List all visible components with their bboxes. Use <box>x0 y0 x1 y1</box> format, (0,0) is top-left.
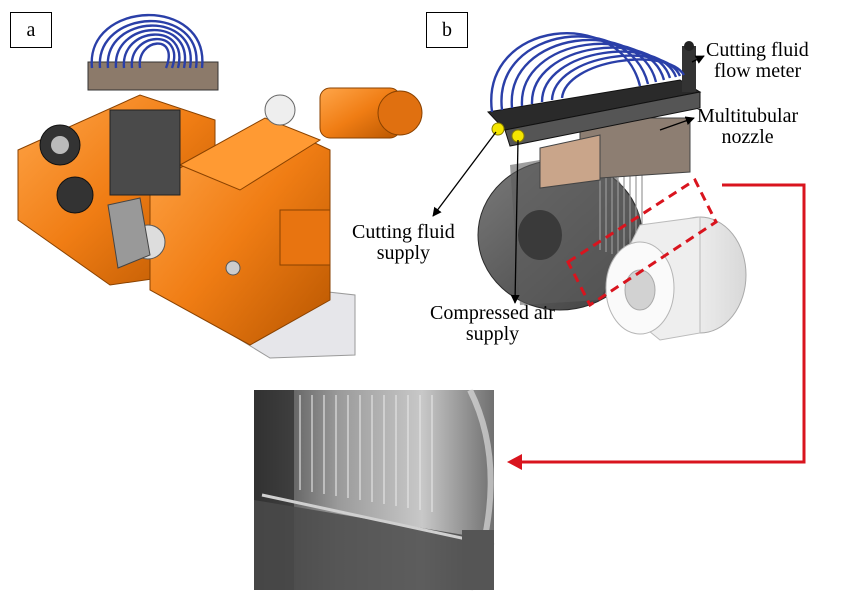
nozzle-system-illustration <box>477 32 747 341</box>
flow-meter-label-line1: Cutting fluid <box>706 39 809 61</box>
panel-label-b: b <box>426 12 468 48</box>
compressed-air-supply-label-line1: Compressed air <box>430 302 555 324</box>
cutting-fluid-port-marker <box>491 122 505 136</box>
cutting-fluid-supply-label-line1: Cutting fluid <box>352 221 455 243</box>
nozzle-label-line2: nozzle <box>721 126 774 148</box>
panel-label-a: a <box>10 12 52 48</box>
process-photo <box>254 388 495 591</box>
nozzle-arrow <box>659 116 695 131</box>
flow-meter-label-line2: flow meter <box>714 60 802 82</box>
cutting-fluid-arrow <box>432 131 497 217</box>
flow-meter-arrow <box>691 55 705 64</box>
cutting-fluid-supply-label-line2: supply <box>376 242 431 264</box>
compressed-air-supply-label-line2: supply <box>465 323 520 345</box>
zoom-connector <box>507 183 806 470</box>
compressed-air-supply-label: Compressed air supply <box>430 303 555 345</box>
zoom-region-box <box>566 177 718 308</box>
nozzle-label-line1: Multitubular <box>697 105 799 127</box>
nozzle-label: Multitubular nozzle <box>697 106 798 148</box>
compressed-air-arrow <box>510 139 520 304</box>
cutting-fluid-supply-label: Cutting fluid supply <box>352 222 455 264</box>
annotation-arrows <box>432 55 705 304</box>
flow-meter-label: Cutting fluid flow meter <box>706 40 809 82</box>
grinding-machine-illustration <box>17 13 423 359</box>
